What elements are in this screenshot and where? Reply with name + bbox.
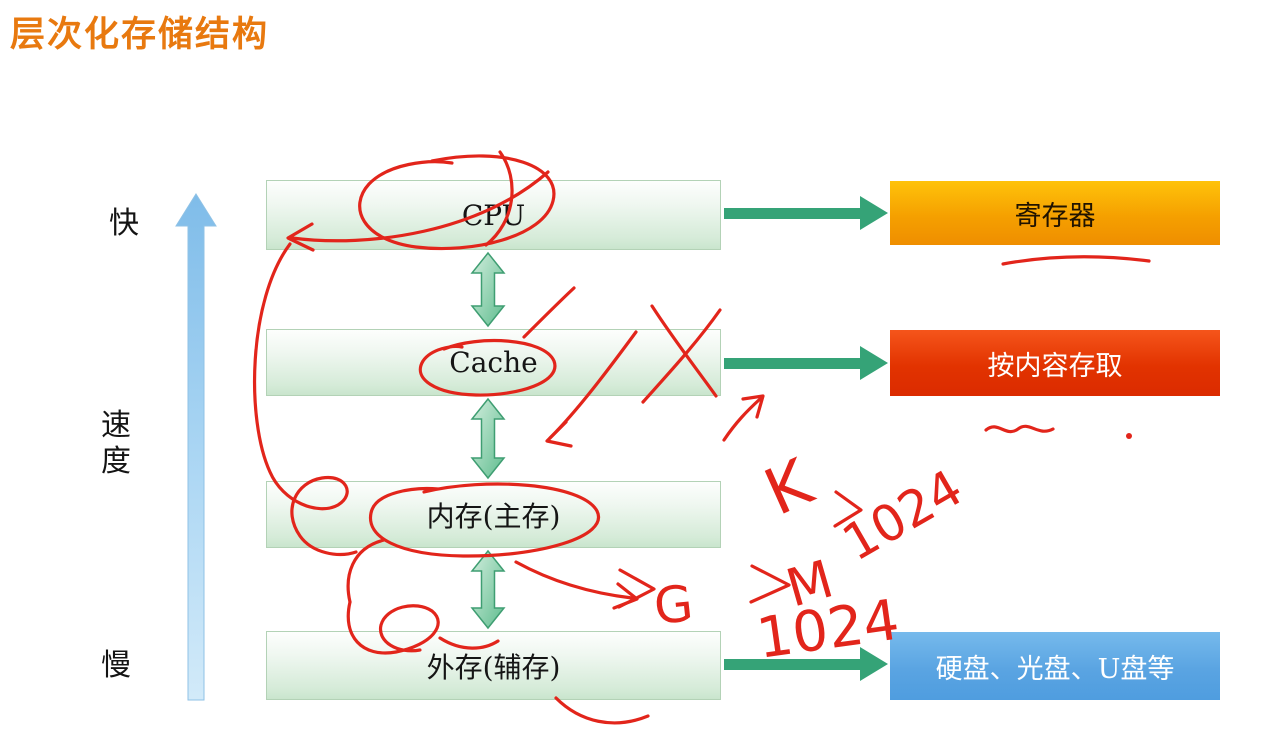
- double-arrow-cache-ram-icon: [470, 397, 506, 480]
- double-arrow-cpu-cache-icon: [470, 251, 506, 328]
- pen-underline-register: [1001, 255, 1151, 266]
- right-box-disks: 硬盘、光盘、U盘等: [890, 632, 1220, 700]
- right-box-disks-label: 硬盘、光盘、U盘等: [935, 653, 1175, 685]
- handwriting-k-value: 1024: [833, 459, 972, 573]
- hierarchy-box-cache: Cache: [266, 329, 721, 396]
- hierarchy-box-main-memory: 内存(主存): [266, 481, 721, 548]
- hierarchy-box-cpu-label: CPU: [461, 198, 526, 232]
- hierarchy-box-external-storage-label: 外存(辅存): [426, 650, 561, 684]
- right-box-register-label: 寄存器: [1014, 200, 1096, 232]
- axis-label-speed-top: 速: [101, 408, 131, 443]
- pen-dot: [1126, 433, 1132, 439]
- right-box-content-addressable-label: 按内容存取: [987, 350, 1123, 382]
- pen-arrowhead-cache: [545, 420, 573, 448]
- handwriting-k: K: [754, 445, 824, 530]
- pen-chevron-g: [617, 568, 656, 609]
- axis-label-slow: 慢: [101, 648, 131, 683]
- pen-chevron-k: [833, 490, 863, 528]
- axis-label-fast: 快: [109, 206, 139, 241]
- hierarchy-box-cpu: CPU: [266, 180, 721, 250]
- right-box-register: 寄存器: [890, 181, 1220, 245]
- handwriting-m: M: [780, 549, 840, 619]
- handwriting-g: G: [651, 574, 696, 636]
- speed-axis-arrow-up-icon: [175, 193, 217, 701]
- arrow-cpu-to-register-icon: [724, 196, 888, 230]
- axis-label-speed-bottom: 度: [101, 444, 131, 479]
- pen-chevron-m: [749, 564, 791, 604]
- pen-ram-left-tail: [346, 538, 386, 604]
- handwriting-m-value: 1024: [753, 588, 903, 672]
- hierarchy-box-external-storage: 外存(辅存): [266, 631, 721, 700]
- pen-bottom-squiggle: [554, 696, 650, 725]
- pen-small-arrow: [722, 397, 762, 442]
- page-title: 层次化存储结构: [10, 15, 270, 54]
- axis-label-speed: 速 度: [101, 408, 131, 480]
- double-arrow-ram-ext-icon: [470, 549, 506, 630]
- arrow-ext-to-disk-icon: [724, 647, 888, 681]
- hierarchy-box-main-memory-label: 内存(主存): [426, 499, 561, 533]
- pen-arrow-to-g: [514, 560, 634, 600]
- right-box-content-addressable: 按内容存取: [890, 330, 1220, 396]
- hierarchy-box-cache-label: Cache: [449, 346, 538, 379]
- pen-arrowhead-g: [612, 582, 639, 610]
- pen-small-arrowhead: [741, 394, 765, 419]
- pen-squiggle-right: [984, 424, 1055, 434]
- arrow-cache-to-content-icon: [724, 346, 888, 380]
